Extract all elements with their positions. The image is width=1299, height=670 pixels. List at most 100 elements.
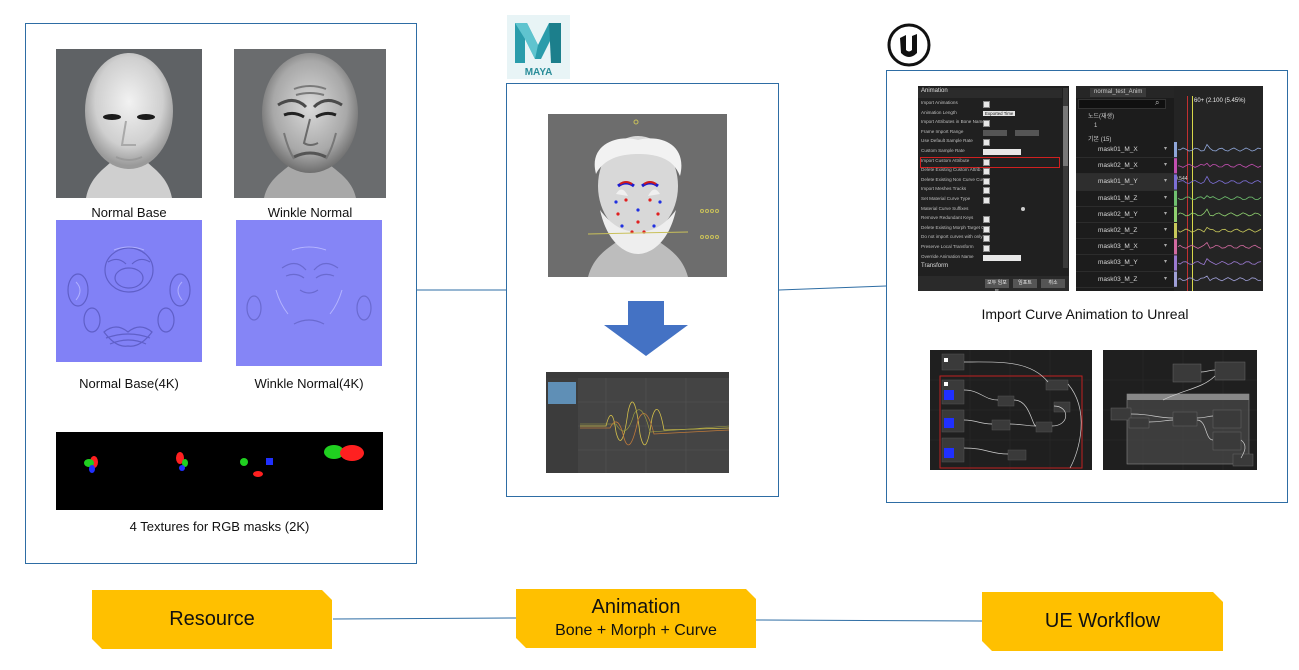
curve-value-label: 0.544 xyxy=(1175,176,1188,182)
curve-list-item[interactable]: mask03_M_Y▾ xyxy=(1076,255,1174,272)
import-option-label: Preserve Local Transform xyxy=(921,243,974,249)
option-checkbox[interactable] xyxy=(983,244,990,252)
option-checkbox[interactable] xyxy=(983,216,990,224)
animation-label: Animation Bone + Morph + Curve xyxy=(516,589,756,648)
connector-resource-animation xyxy=(332,617,517,620)
curve-list-item[interactable]: mask03_M_Z▾ xyxy=(1076,272,1174,288)
curve-track-line xyxy=(1177,195,1262,201)
curve-list-item[interactable]: mask02_M_X ▾ xyxy=(1076,158,1174,175)
option-checkbox[interactable] xyxy=(983,235,990,243)
curve-search-field[interactable] xyxy=(1078,99,1166,109)
import-all-button[interactable]: 모두 임포트 xyxy=(985,279,1009,291)
chevron-down-icon[interactable]: ▾ xyxy=(1164,210,1168,217)
option-checkbox[interactable] xyxy=(983,120,990,128)
curve-list-item[interactable]: mask03_M_X▾ xyxy=(1076,239,1174,256)
import-option-row: Do not import curves with only xyxy=(921,234,1059,244)
chevron-down-icon[interactable]: ▾ xyxy=(1164,162,1168,169)
chevron-down-icon[interactable]: ▾ xyxy=(1164,243,1168,250)
maya-logo-text: MAYA xyxy=(525,67,553,78)
curve-track-line xyxy=(1177,175,1262,185)
maya-graph-editor-image xyxy=(546,372,729,473)
curve-list-item[interactable]: mask01_M_X▾ xyxy=(1076,142,1174,159)
anim-name-field[interactable] xyxy=(983,254,1021,261)
import-option-row: Import Meshes Tracks xyxy=(921,186,1059,196)
winkle-normal-image xyxy=(234,49,386,198)
import-option-label: Import Attributes in Bone Names xyxy=(921,119,988,125)
import-option-row: Custom Sample Rate xyxy=(921,148,1059,158)
curve-color-swatch xyxy=(1174,190,1177,206)
import-option-row: Delete Existing Custom Attrib. xyxy=(921,167,1059,177)
animation-label-text: Animation xyxy=(591,596,681,618)
curve-color-swatch xyxy=(1174,223,1177,239)
mask-tile-2 xyxy=(176,452,188,471)
curve-list-item[interactable]: mask01_M_Y ▾ xyxy=(1076,174,1174,191)
unreal-caption: Import Curve Animation to Unreal xyxy=(981,306,1189,322)
import-option-row: Set Material Curve Type xyxy=(921,196,1059,206)
import-section-animation: Animation xyxy=(921,88,948,94)
curve-filter-value[interactable]: 1 xyxy=(1094,123,1098,129)
import-option-label: Do not import curves with only xyxy=(921,234,983,240)
search-icon: ⌕ xyxy=(1155,98,1160,107)
import-option-label: Custom Sample Rate xyxy=(921,147,965,153)
maya-panel xyxy=(506,83,779,497)
import-option-label: Material Curve Suffixes xyxy=(921,205,969,211)
curve-list: mask01_M_X▾mask02_M_X▾mask01_M_Y▾mask01_… xyxy=(1076,142,1174,288)
maya-logo: MAYA xyxy=(507,15,570,79)
caption-winkle-normal: Winkle Normal xyxy=(267,205,353,220)
import-option-row: Import Animations xyxy=(921,100,1059,110)
ue-workflow-label: UE Workflow xyxy=(982,592,1223,651)
curve-color-swatch xyxy=(1174,255,1177,271)
normal-base-image xyxy=(56,49,202,198)
curve-list-item[interactable]: mask02_M_Z▾ xyxy=(1076,223,1174,240)
curve-list-item[interactable]: mask01_M_Z▾ xyxy=(1076,191,1174,207)
curve-name: mask01_M_Y xyxy=(1098,178,1138,186)
blueprint-graph-2-image xyxy=(1103,350,1257,470)
curve-name: mask02_M_X xyxy=(1098,162,1138,170)
import-button[interactable]: 임포트 xyxy=(1013,279,1037,288)
import-option-row: Material Curve Suffixes xyxy=(921,206,1059,216)
resource-label: Resource xyxy=(92,590,332,649)
curve-color-swatch xyxy=(1174,174,1177,190)
import-option-label: Delete Existing Morph Target C. xyxy=(921,224,986,230)
option-checkbox[interactable] xyxy=(983,168,990,176)
unreal-logo xyxy=(887,23,931,67)
chevron-down-icon[interactable]: ▾ xyxy=(1164,146,1168,152)
curve-list-item[interactable]: mask02_M_Y▾ xyxy=(1076,207,1174,223)
chevron-down-icon[interactable]: ▾ xyxy=(1164,275,1168,282)
resource-label-text: Resource xyxy=(169,608,255,630)
anim-asset-tab[interactable]: normal_test_Anim xyxy=(1090,88,1147,97)
cancel-button[interactable]: 취소 xyxy=(1041,279,1065,288)
suffix-add-icon[interactable] xyxy=(1021,206,1025,211)
import-option-label: Override Animation Name xyxy=(921,253,974,259)
curve-color-swatch xyxy=(1174,271,1177,287)
animation-length-select[interactable]: Exported Time xyxy=(983,110,1016,116)
chevron-down-icon[interactable]: ▾ xyxy=(1164,259,1168,266)
import-option-label: Import Animations xyxy=(921,100,958,105)
curve-color-swatch xyxy=(1174,158,1177,174)
option-checkbox[interactable] xyxy=(983,187,990,195)
rgb-masks-image xyxy=(56,432,383,510)
option-checkbox[interactable] xyxy=(983,139,990,147)
option-checkbox[interactable] xyxy=(983,196,990,204)
import-option-row: Import Attributes in Bone Names xyxy=(921,119,1059,129)
curve-track-line xyxy=(1177,162,1262,168)
sample-rate-field[interactable] xyxy=(983,148,1021,155)
option-checkbox[interactable] xyxy=(983,158,990,166)
chevron-down-icon[interactable]: ▾ xyxy=(1164,226,1168,233)
option-checkbox[interactable] xyxy=(983,177,990,185)
import-option-label: Delete Existing Non Curve Cust. xyxy=(921,176,987,182)
import-option-row: Delete Existing Morph Target C. xyxy=(921,225,1059,235)
chevron-down-icon[interactable]: ▾ xyxy=(1164,178,1168,185)
mask-tile-1 xyxy=(84,456,98,473)
import-option-label: Use Default Sample Rate xyxy=(921,138,973,144)
chevron-down-icon[interactable]: ▾ xyxy=(1164,194,1168,201)
option-checkbox[interactable] xyxy=(983,101,990,108)
frame-range-field[interactable] xyxy=(1015,129,1039,136)
frame-range-field[interactable] xyxy=(983,129,1007,136)
option-checkbox[interactable] xyxy=(983,225,990,233)
import-footer: 모두 임포트 임포트 취소 xyxy=(918,276,1069,291)
import-option-row: Remove Redundant Keys xyxy=(921,215,1059,225)
timeline-readout: 60+ (2.100 (5.45%) xyxy=(1194,98,1246,104)
curve-track-line xyxy=(1177,226,1262,233)
